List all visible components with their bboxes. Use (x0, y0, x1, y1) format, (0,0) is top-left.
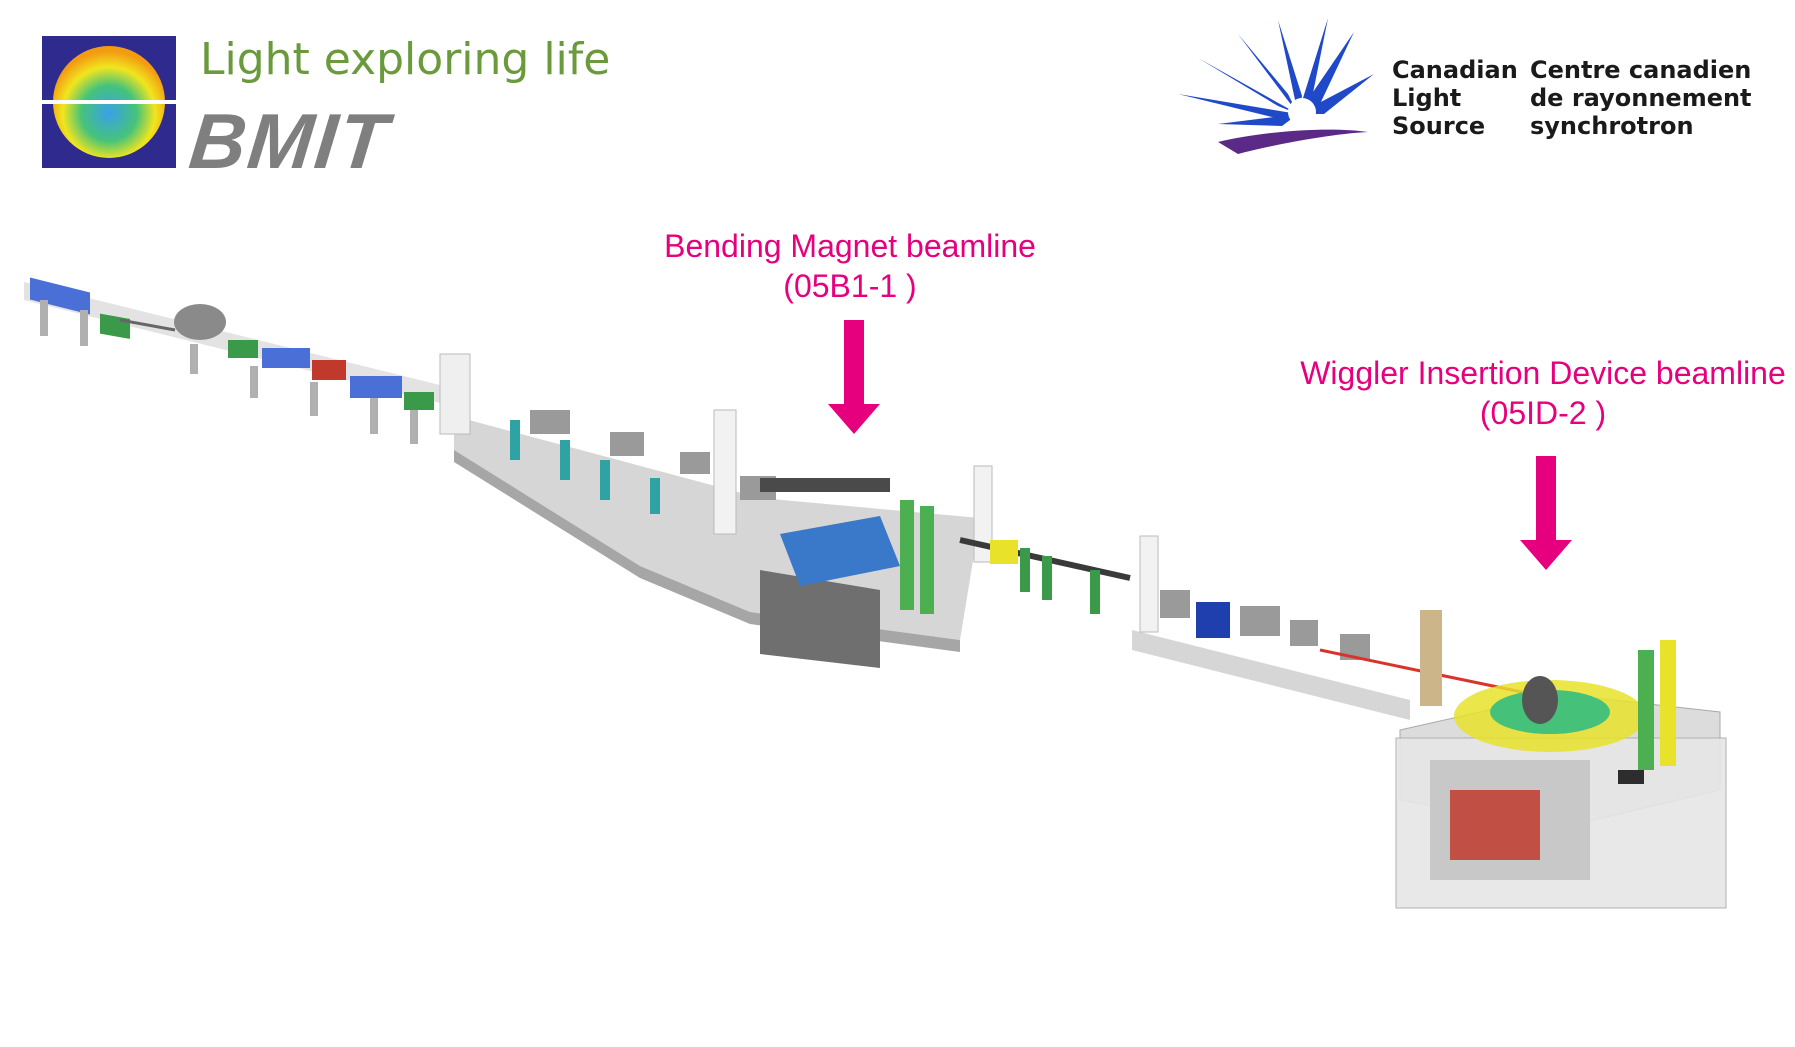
storage-ring-section (24, 277, 460, 444)
cls-name-french: Centre canadien de rayonnement synchrotr… (1530, 56, 1752, 140)
bending-magnet-title: Bending Magnet beamline (664, 228, 1036, 264)
cls-en-line: Canadian (1392, 56, 1518, 84)
cls-en-line: Light (1392, 84, 1462, 112)
cls-starburst-logo (1178, 18, 1374, 154)
cls-en-line: Source (1392, 112, 1486, 140)
cls-fr-line: synchrotron (1530, 112, 1694, 140)
down-arrow-icon (828, 320, 880, 434)
cls-name-english: Canadian Light Source (1392, 56, 1518, 140)
wiggler-title: Wiggler Insertion Device beamline (1300, 355, 1786, 391)
wiggler-callout: Wiggler Insertion Device beamline (05ID-… (1288, 353, 1795, 433)
bmit-sun-logo (42, 36, 176, 168)
down-arrow-icon (1520, 456, 1572, 570)
tagline: Light exploring life (200, 34, 611, 85)
wiggler-floor (1132, 535, 1561, 720)
cls-fr-line: de rayonnement (1530, 84, 1752, 112)
bending-magnet-code: (05B1-1 ) (783, 268, 917, 304)
bmit-wordmark: BMIT (185, 97, 394, 185)
bending-magnet-callout: Bending Magnet beamline (05B1-1 ) (650, 226, 1050, 306)
cls-fr-line: Centre canadien (1530, 56, 1752, 84)
wiggler-hutch (1395, 640, 1727, 909)
bending-magnet-floor (439, 353, 993, 668)
transport-pipe (959, 537, 1131, 614)
wiggler-code: (05ID-2 ) (1479, 395, 1607, 431)
